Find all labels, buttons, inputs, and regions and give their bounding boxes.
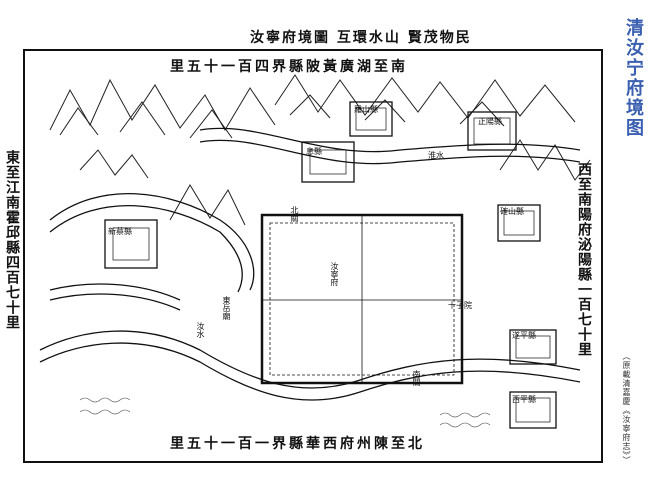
figure-caption: 清汝宁府境图 bbox=[623, 18, 644, 138]
label-temple: 東岳廟 bbox=[222, 296, 231, 320]
label-river-ru: 汝水 bbox=[196, 322, 205, 338]
label-place-6: 十子院 bbox=[448, 301, 472, 310]
label-prefecture: 汝寧府 bbox=[330, 262, 339, 286]
edge-label-west: 西至南陽府泌陽縣一百七十里 bbox=[576, 162, 592, 357]
label-river-huai: 淮水 bbox=[428, 151, 444, 160]
source-note: （原載清嘉慶《汝寧府志》） bbox=[622, 352, 631, 465]
label-city-west: 遂平縣 bbox=[512, 331, 536, 340]
label-city-ne: 確山縣 bbox=[500, 207, 524, 216]
label-city-east: 新蔡縣 bbox=[108, 227, 132, 236]
river-system bbox=[39, 127, 581, 401]
label-north-gate: 北關 bbox=[290, 206, 299, 222]
map-illustration bbox=[23, 49, 603, 463]
label-city-sw: 西平縣 bbox=[512, 395, 536, 404]
edge-label-east: 東至江南霍邱縣四百七十里 bbox=[4, 150, 20, 330]
water-hatching bbox=[79, 397, 491, 428]
label-south-gate: 南關 bbox=[412, 370, 421, 386]
label-city-nw-top: 羅山縣 bbox=[354, 105, 378, 114]
map-header-title: 汝寧府境圖 互環水山 賢茂物民 bbox=[250, 30, 472, 46]
edge-label-south: 里五十一百四界縣陂黃廣湖至南 bbox=[170, 59, 408, 75]
prefecture-walled-city bbox=[260, 213, 464, 385]
label-city-nw2: 息縣 bbox=[306, 147, 322, 156]
county-seats bbox=[104, 101, 557, 429]
label-place-1: 正陽縣 bbox=[478, 117, 502, 126]
edge-label-north: 里五十一百一界縣華西府州陳至北 bbox=[170, 436, 425, 452]
map-frame bbox=[23, 49, 603, 463]
